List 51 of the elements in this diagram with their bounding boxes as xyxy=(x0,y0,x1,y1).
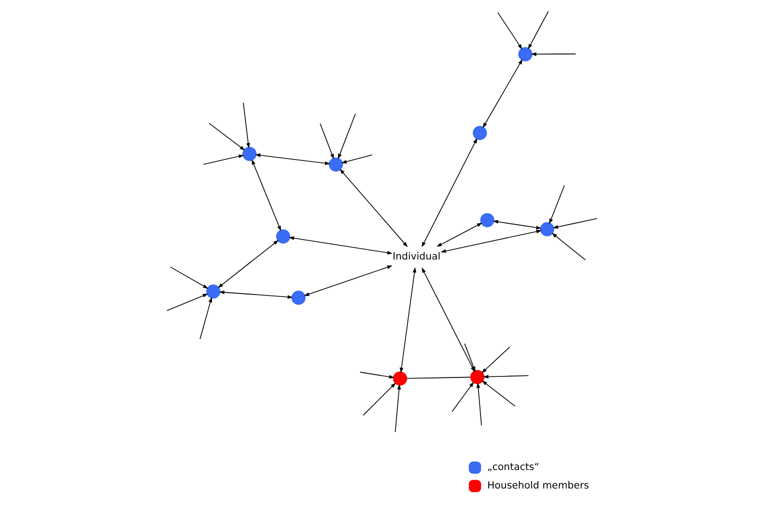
connector xyxy=(406,376,471,379)
arrow xyxy=(497,12,522,50)
arrow xyxy=(362,382,396,416)
arrow xyxy=(338,114,356,160)
arrow xyxy=(476,382,482,426)
node-circle xyxy=(291,290,306,305)
arrow xyxy=(252,159,282,232)
arrow xyxy=(528,10,549,50)
node-circle xyxy=(276,229,290,244)
arrow xyxy=(200,297,212,340)
arrow xyxy=(422,138,478,248)
arrow xyxy=(288,236,393,255)
node-circle xyxy=(206,284,220,299)
arrow xyxy=(255,153,330,166)
node-circle xyxy=(540,222,554,236)
arrow xyxy=(340,168,408,248)
arrow xyxy=(440,230,542,253)
arrow xyxy=(166,294,208,312)
arrow xyxy=(341,154,373,164)
arrow xyxy=(170,266,208,289)
arrow xyxy=(549,184,565,224)
node-circle xyxy=(328,157,343,172)
arrow xyxy=(531,52,576,56)
arrow xyxy=(482,346,510,374)
node-circle xyxy=(242,146,257,161)
node-text: Individual xyxy=(392,252,440,263)
arrow xyxy=(203,154,244,165)
arrow xyxy=(218,240,279,288)
arrow xyxy=(394,384,401,432)
arrow xyxy=(552,218,598,229)
arrow xyxy=(552,232,586,260)
node-circle xyxy=(392,371,408,386)
arrow xyxy=(242,102,250,148)
legend-label: Household members xyxy=(487,480,590,492)
arrow xyxy=(492,220,542,230)
legend-label: „contacts“ xyxy=(487,462,540,473)
node-circle xyxy=(480,213,494,228)
node-circle xyxy=(470,370,484,384)
arrow xyxy=(482,380,516,407)
arrow xyxy=(360,372,394,379)
arrow xyxy=(304,266,392,296)
arrow xyxy=(320,123,334,160)
arrow xyxy=(482,59,523,128)
arrow xyxy=(400,267,416,373)
arrow xyxy=(208,122,245,150)
node-circle xyxy=(472,126,487,140)
arrow xyxy=(219,290,293,299)
arrow xyxy=(483,374,529,379)
arrow xyxy=(436,222,482,247)
arrow xyxy=(452,382,474,412)
node-circle xyxy=(518,47,532,62)
